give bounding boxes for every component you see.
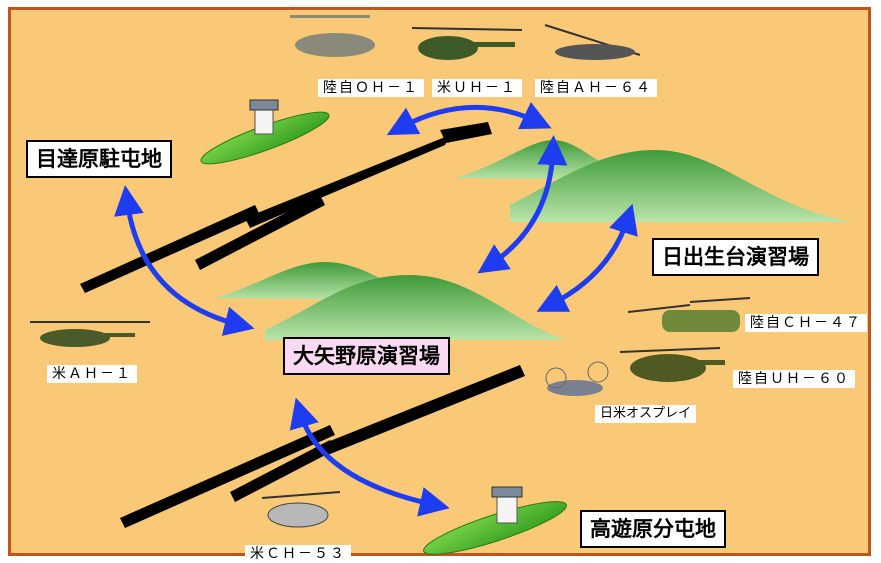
label-osprey: 日米オスプレイ: [595, 405, 697, 423]
site-metatsubara: 目達原駐屯地: [26, 140, 172, 178]
site-takayubaru: 高遊原分屯地: [580, 510, 726, 548]
arrow-hiji-inner: [477, 135, 568, 274]
helicopter-ch53-icon: [261, 491, 341, 528]
osprey-icon: [545, 361, 609, 396]
takayubaru-helipad: [423, 486, 567, 555]
metatsubara-helipad: [200, 99, 330, 165]
helicopter-ah64-icon: [544, 24, 641, 60]
label-ah64: 陸自ＡＨ－６４: [535, 79, 657, 97]
helicopter-oh1-icon: [290, 15, 375, 57]
label-uh60: 陸自ＵＨ－６０: [733, 370, 855, 388]
label-ah1: 米ＡＨ－１: [47, 365, 137, 383]
helicopter-uh1-icon: [411, 27, 523, 60]
site-hiji: 日出生台演習場: [652, 238, 819, 276]
arrow-left: [114, 185, 255, 336]
label-oh1: 陸自ＯＨ－１: [318, 79, 424, 97]
flight-arrows: [114, 102, 638, 517]
label-uh1: 米ＵＨ－１: [432, 79, 522, 97]
arrow-top: [386, 102, 552, 136]
helicopter-ah1-icon: [30, 321, 150, 347]
site-oyano: 大矢野原演習場: [283, 337, 450, 375]
label-ch47: 陸自ＣＨ－４７: [745, 314, 867, 332]
helicopter-uh60-icon: [619, 347, 725, 382]
arrow-bottom: [289, 397, 450, 517]
arrow-hiji-right: [536, 203, 638, 312]
helicopter-ch47-icon: [627, 297, 751, 332]
distance-symbol-lower: [120, 365, 525, 528]
oyano-hills: [215, 262, 565, 340]
label-ch53: 米ＣＨ－５３: [245, 545, 351, 563]
hiji-hills: [455, 140, 852, 222]
